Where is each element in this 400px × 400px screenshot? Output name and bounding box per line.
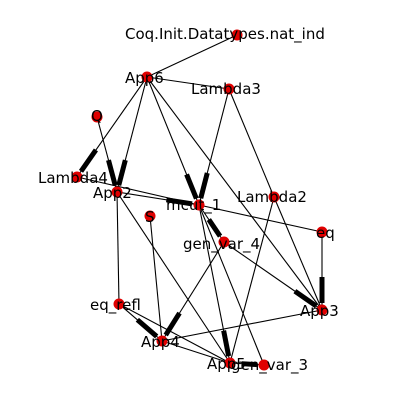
node-q <box>91 111 103 123</box>
edge-arrowhead-q-app2 <box>106 159 118 186</box>
edge-lambda2-app3 <box>273 196 323 311</box>
edge-arrowhead-genvar4-app3 <box>293 289 318 309</box>
node-coq <box>231 29 243 41</box>
node-label-lambda3: Lambda3 <box>191 80 261 98</box>
node-label-app2: App2 <box>93 184 132 202</box>
node-app2 <box>111 186 123 198</box>
edge-arrowhead-app2-mcut1 <box>166 197 193 207</box>
node-label-lambda2: Lambda2 <box>237 188 307 206</box>
node-mcut1 <box>193 199 205 211</box>
edge-app3-app4 <box>161 309 323 342</box>
node-label-eqrefl: eq_refl <box>90 296 141 315</box>
node-genvar3 <box>258 359 270 371</box>
node-app4 <box>156 335 168 347</box>
edge-arrowhead-mcut1-genvar4 <box>206 218 223 238</box>
edge-arrowhead-genvar4-app4 <box>163 311 182 337</box>
edge-app2-app5 <box>116 191 231 364</box>
node-label-app6: App6 <box>125 69 164 87</box>
nodes-layer <box>71 29 328 371</box>
node-label-q: Q <box>91 107 103 125</box>
node-label-coq: Coq.Init.Datatypes.nat_ind <box>125 25 325 44</box>
node-label-app4: App4 <box>141 333 180 351</box>
node-lambda2 <box>268 191 280 203</box>
edge-lambda2-app5 <box>229 196 275 364</box>
edge-app2-eqrefl <box>116 191 120 305</box>
node-genvar4 <box>218 236 230 248</box>
node-label-eq: eq <box>316 224 335 242</box>
node-label-app5: App5 <box>207 355 246 373</box>
node-s <box>144 210 156 222</box>
edge-mcut1-eq <box>198 204 323 233</box>
node-eq <box>316 226 328 238</box>
node-eqrefl <box>113 298 125 310</box>
edge-arrowhead-eqrefl-app4 <box>135 317 159 339</box>
node-lambda4 <box>71 171 83 183</box>
edge-app6-app3 <box>146 76 323 311</box>
edge-arrowhead-app6-mcut1 <box>184 173 199 200</box>
node-lambda3 <box>223 83 235 95</box>
edges-layer <box>76 34 325 368</box>
edge-arrowhead-app6-lambda4 <box>78 148 98 173</box>
edge-arrowhead-mcut1-app5 <box>221 330 232 357</box>
node-app6 <box>141 71 153 83</box>
edge-lambda3-lambda2 <box>228 88 275 198</box>
node-label-lambda4: Lambda4 <box>38 169 108 187</box>
edge-arrowhead-lambda3-mcut1 <box>198 172 210 199</box>
edge-app4-app5 <box>161 340 231 364</box>
edge-app5-eqrefl <box>118 303 231 364</box>
edge-arrowhead-app6-app2 <box>116 159 128 186</box>
edge-app6-lambda3 <box>146 76 230 90</box>
node-label-app3: App3 <box>300 302 339 320</box>
node-app3 <box>316 304 328 316</box>
edge-arrowhead-app5-genvar3 <box>241 361 258 368</box>
node-app5 <box>224 357 236 369</box>
edge-s-app4 <box>149 215 163 342</box>
edge-coq-app6 <box>146 34 238 78</box>
edge-mcut1-genvar3 <box>198 204 265 366</box>
node-label-genvar3: gen_var_3 <box>231 356 308 375</box>
node-label-genvar4: gen_var_4 <box>183 235 260 254</box>
node-label-s: S <box>145 208 155 226</box>
node-label-mcut1: mcut_1 <box>166 196 221 215</box>
